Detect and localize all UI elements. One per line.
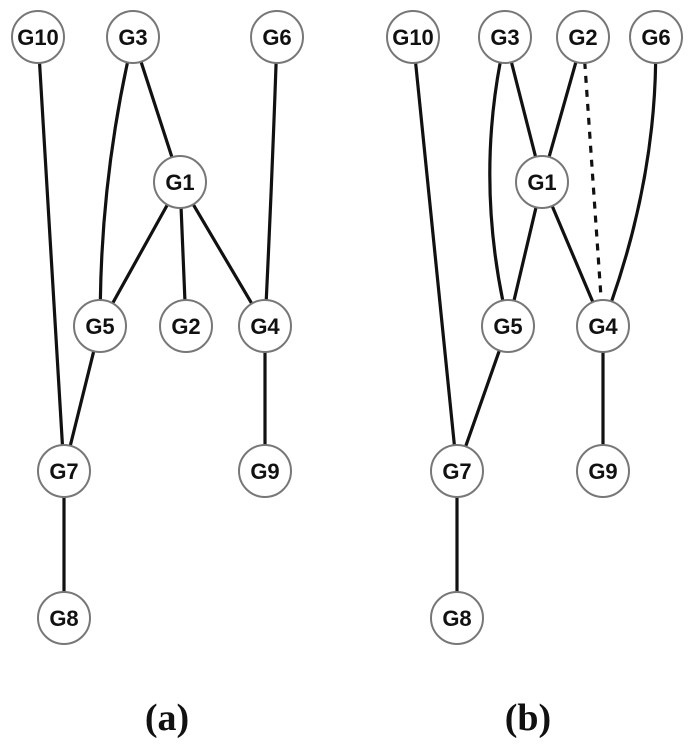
node-g3: G3: [106, 10, 160, 64]
node-label: G8: [442, 606, 471, 631]
node-label: G10: [392, 25, 434, 50]
node-label: G6: [641, 25, 670, 50]
edge-g6-g4: [264, 60, 278, 303]
edge-g1-g4: [191, 201, 254, 307]
edge-g1-g4: [550, 203, 595, 305]
node-circle: [430, 591, 484, 645]
node-label: G6: [262, 25, 291, 50]
node-label: G8: [49, 606, 78, 631]
panel-a-caption: (a): [145, 697, 189, 739]
node-circle: [478, 10, 532, 64]
edge-g3-g5: [488, 59, 505, 304]
node-circle: [73, 299, 127, 353]
edge-g5-g7: [68, 348, 96, 449]
node-label: G1: [165, 170, 194, 195]
node-label: G1: [527, 170, 556, 195]
node-circle: [481, 299, 535, 353]
edge-g3-g5: [98, 59, 130, 303]
node-g10: G10: [386, 10, 440, 64]
node-circle: [238, 444, 292, 498]
node-circle: [556, 10, 610, 64]
node-g2: G2: [159, 299, 213, 353]
panel-a-edges: [37, 59, 278, 595]
node-label: G7: [49, 459, 78, 484]
node-circle: [11, 10, 65, 64]
node-label: G5: [85, 314, 114, 339]
node-label: G7: [442, 459, 471, 484]
node-circle: [430, 444, 484, 498]
node-circle: [576, 299, 630, 353]
node-label: G3: [490, 25, 519, 50]
node-circle: [238, 299, 292, 353]
node-label: G4: [588, 314, 618, 339]
edge-g1-g2: [179, 205, 187, 303]
node-circle: [153, 155, 207, 209]
node-circle: [629, 10, 683, 64]
node-g4: G4: [238, 299, 292, 353]
node-label: G2: [171, 314, 200, 339]
edge-g1-g5: [110, 202, 170, 306]
node-g6: G6: [250, 10, 304, 64]
node-g7: G7: [37, 444, 91, 498]
edge-g10-g7: [37, 60, 65, 448]
node-circle: [106, 10, 160, 64]
node-g5: G5: [481, 299, 535, 353]
node-g1: G1: [153, 155, 207, 209]
node-g8: G8: [430, 591, 484, 645]
node-g9: G9: [576, 444, 630, 498]
edge-g6-g4: [609, 60, 658, 304]
node-g8: G8: [37, 591, 91, 645]
node-label: G5: [493, 314, 522, 339]
edge-g5-g7: [463, 347, 502, 450]
node-g3: G3: [478, 10, 532, 64]
panel-b-edges: [413, 59, 658, 595]
node-g2: G2: [556, 10, 610, 64]
node-label: G9: [588, 459, 617, 484]
node-label: G2: [568, 25, 597, 50]
edge-g2-g4: [583, 61, 603, 302]
node-g6: G6: [629, 10, 683, 64]
node-g5: G5: [73, 299, 127, 353]
node-g9: G9: [238, 444, 292, 498]
node-label: G10: [17, 25, 59, 50]
node-g10: G10: [11, 10, 65, 64]
panel-b-caption: (b): [505, 697, 551, 739]
node-g1: G1: [515, 155, 569, 209]
edge-g2-g1: [547, 59, 578, 160]
node-label: G4: [250, 314, 280, 339]
edge-g3-g1: [139, 59, 174, 160]
edge-g1-g5: [512, 204, 538, 304]
node-circle: [159, 299, 213, 353]
node-g4: G4: [576, 299, 630, 353]
node-g7: G7: [430, 444, 484, 498]
edge-g3-g1: [509, 59, 538, 160]
node-circle: [515, 155, 569, 209]
node-circle: [576, 444, 630, 498]
edge-g10-g7: [413, 60, 457, 448]
node-label: G9: [250, 459, 279, 484]
node-circle: [37, 444, 91, 498]
node-circle: [37, 591, 91, 645]
node-circle: [386, 10, 440, 64]
node-circle: [250, 10, 304, 64]
node-label: G3: [118, 25, 147, 50]
